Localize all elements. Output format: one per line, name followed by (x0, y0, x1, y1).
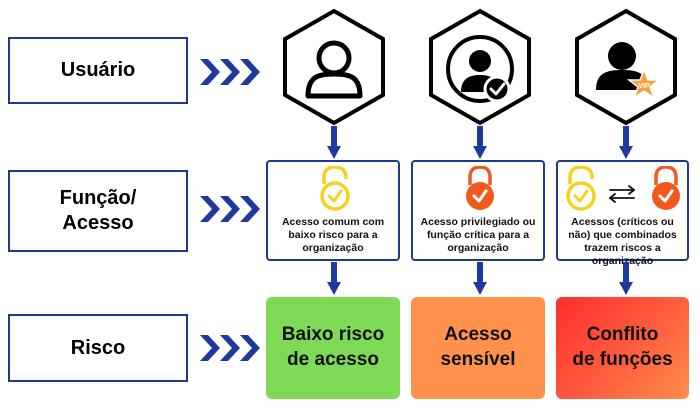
row-label-function: Função/ Acesso (8, 170, 188, 252)
row-label-risk-text: Risco (70, 336, 126, 359)
vip-label: VIP (638, 83, 650, 90)
access-card-common: Acesso comum com baixo risco para a orga… (266, 160, 400, 261)
down-arrow-icon (473, 262, 487, 295)
risk-label: Baixo risco de acesso (282, 323, 384, 372)
card-description: Acesso comum com baixo risco para a orga… (281, 216, 385, 255)
access-card-privileged: Acesso privilegiado ou função crítica pa… (411, 160, 545, 261)
card-description: Acesso privilegiado ou função crítica pa… (420, 216, 536, 255)
down-arrow-icon (619, 126, 633, 159)
row-label-function-text: Função/ Acesso (60, 186, 137, 236)
row-label-function-line2: Acesso (62, 212, 134, 234)
chevron-arrows-icon (200, 196, 260, 222)
risk-box-low: Baixo risco de acesso (266, 297, 400, 399)
risk-label-line2: de acesso (287, 349, 379, 370)
row-label-user: Usuário (8, 37, 188, 104)
down-arrow-icon (473, 126, 487, 159)
user-icon (283, 8, 385, 126)
risk-label-line1: Baixo risco (281, 324, 385, 346)
risk-label-line2: de funções (572, 349, 673, 370)
risk-box-conflict: Conflito de funções (556, 297, 689, 399)
risk-label: Conflito de funções (572, 323, 672, 372)
down-arrow-icon (327, 262, 341, 295)
chevron-arrows-icon (200, 335, 260, 361)
unlocked-padlock-icon (320, 166, 350, 211)
risk-box-sensitive: Acesso sensível (411, 297, 545, 399)
risk-label-line2: sensível (440, 349, 516, 370)
risk-label-line1: Conflito (586, 324, 659, 346)
access-card-conflict: Acessos (críticos ou não) que combinados… (556, 160, 689, 267)
vip-user-icon: VIP (575, 8, 677, 126)
row-label-risk: Risco (8, 314, 188, 382)
padlock-swap-icon (566, 166, 680, 211)
risk-label: Acesso sensível (441, 323, 516, 372)
user-check-icon (429, 8, 531, 126)
risk-label-line1: Acesso (444, 324, 512, 346)
row-label-user-text: Usuário (60, 59, 136, 81)
down-arrow-icon (327, 126, 341, 159)
chevron-arrows-icon (200, 59, 260, 85)
card-description: Acessos (críticos ou não) que combinados… (568, 216, 677, 268)
down-arrow-icon (619, 262, 633, 295)
locked-check-padlock-icon (466, 166, 494, 210)
row-label-function-line1: Função/ (59, 187, 137, 209)
